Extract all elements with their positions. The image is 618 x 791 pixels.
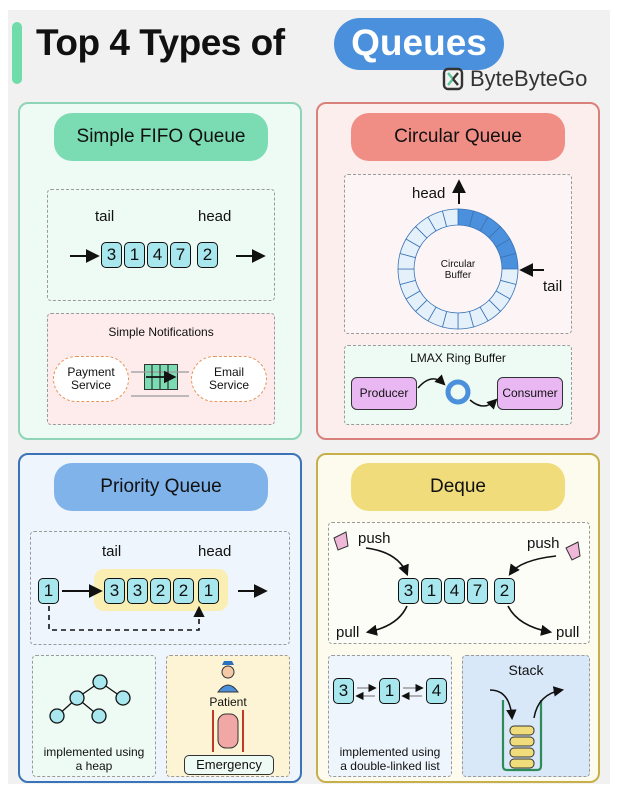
brand: ByteByteGo <box>442 66 587 92</box>
page-title: Top 4 Types of <box>36 22 285 63</box>
fifo-example-title: Simple Notifications <box>108 325 214 339</box>
title-accent-bar <box>12 22 22 84</box>
patient-label: Patient <box>209 695 247 709</box>
deque-cell: 7 <box>467 578 488 604</box>
fifo-title: Simple FIFO Queue <box>54 113 268 161</box>
notification-queue-icon <box>144 364 178 390</box>
list-node: 1 <box>379 678 400 704</box>
push-right-label: push <box>527 535 560 552</box>
circular-title: Circular Queue <box>351 113 565 161</box>
priority-cell: 3 <box>127 578 148 604</box>
deque-cell: 3 <box>398 578 419 604</box>
title-highlight: Queues <box>334 18 504 70</box>
fifo-cell: 4 <box>147 242 168 268</box>
fifo-tail-label: tail <box>95 208 115 225</box>
brand-name: ByteByteGo <box>470 66 588 91</box>
circular-diagram-box <box>344 174 572 334</box>
fifo-head-label: head <box>198 208 232 225</box>
heap-caption: implemented using a heap <box>43 745 145 773</box>
priority-cell: 3 <box>104 578 125 604</box>
priority-tail-label: tail <box>102 543 122 560</box>
incoming-cell: 1 <box>38 578 59 604</box>
deque-title: Deque <box>351 463 565 511</box>
fifo-cell: 7 <box>170 242 191 268</box>
pull-left-label: pull <box>336 624 360 641</box>
fifo-cell: 1 <box>124 242 145 268</box>
priority-title: Priority Queue <box>54 463 268 511</box>
circular-head-label: head <box>412 185 446 202</box>
emergency-badge: Emergency <box>184 755 274 775</box>
priority-head-label: head <box>198 543 232 560</box>
deque-cell: 2 <box>494 578 515 604</box>
priority-cell: 2 <box>173 578 194 604</box>
priority-cell: 1 <box>198 578 219 604</box>
fifo-cell: 2 <box>197 242 218 268</box>
deque-cell: 4 <box>444 578 465 604</box>
circular-tail-label: tail <box>543 278 563 295</box>
deque-cell: 1 <box>421 578 442 604</box>
push-left-label: push <box>358 530 391 547</box>
fifo-cell: 3 <box>101 242 122 268</box>
list-node: 3 <box>333 678 354 704</box>
circular-buffer-label: Circular Buffer <box>440 259 476 281</box>
linked-list-box <box>328 655 452 777</box>
payment-service: Payment Service <box>53 356 129 402</box>
priority-cell: 2 <box>150 578 171 604</box>
producer-box: Producer <box>351 377 417 410</box>
stack-label: Stack <box>508 662 544 678</box>
lmax-title: LMAX Ring Buffer <box>410 351 506 365</box>
pull-right-label: pull <box>556 624 580 641</box>
consumer-box: Consumer <box>497 377 563 410</box>
email-service: Email Service <box>191 356 267 402</box>
linked-list-caption: implemented using a double-linked list <box>339 745 441 773</box>
list-node: 4 <box>426 678 447 704</box>
brand-logo-icon <box>442 67 464 91</box>
